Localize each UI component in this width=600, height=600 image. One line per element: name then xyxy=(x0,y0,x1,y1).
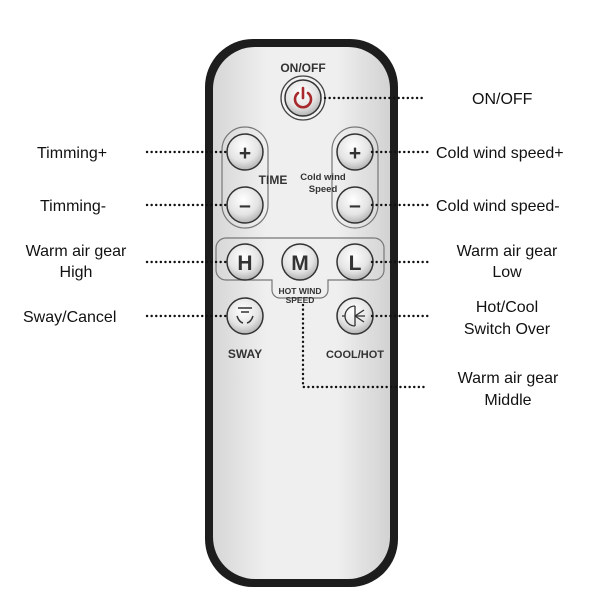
callout-warm-high-1: Warm air gear xyxy=(26,243,127,260)
callout-onoff: ON/OFF xyxy=(472,91,533,108)
hot-wind-label-2: SPEED xyxy=(286,295,315,305)
callout-warm-mid-2: Middle xyxy=(484,392,531,409)
onoff-remote-label: ON/OFF xyxy=(280,61,325,75)
sway-button[interactable] xyxy=(226,297,264,335)
sway-icon xyxy=(236,307,254,324)
callout-warm-low-1: Warm air gear xyxy=(457,243,558,260)
cold-plus-button[interactable]: + xyxy=(336,133,374,171)
hot-wind-label-1: HOT WIND xyxy=(279,286,322,296)
mid-glyph: M xyxy=(291,252,309,275)
coolhot-button[interactable] xyxy=(336,297,374,335)
cold-minus-button[interactable]: – xyxy=(336,186,374,224)
button-group-outlines xyxy=(215,126,385,299)
remote-body xyxy=(205,39,398,587)
callout-warm-low-2: Low xyxy=(492,264,522,281)
callout-hotcool-1: Hot/Cool xyxy=(476,299,538,316)
low-button[interactable]: L xyxy=(336,243,374,281)
callout-timming-plus: Timming+ xyxy=(37,145,107,162)
coolhot-remote-label: COOL/HOT xyxy=(326,349,384,361)
callout-warm-mid-1: Warm air gear xyxy=(458,370,559,387)
power-icon xyxy=(293,86,313,109)
onoff-button[interactable] xyxy=(280,75,326,121)
sun-snowflake-icon xyxy=(342,305,365,327)
minus-icon: – xyxy=(239,194,251,217)
callout-cold-minus: Cold wind speed- xyxy=(436,198,560,215)
callout-cold-plus: Cold wind speed+ xyxy=(436,145,564,162)
callout-sway-cancel: Sway/Cancel xyxy=(23,309,116,326)
plus-icon: + xyxy=(239,142,251,165)
callout-hotcool-2: Switch Over xyxy=(464,321,551,338)
plus-icon: + xyxy=(349,142,361,165)
cold-wind-label-2: Speed xyxy=(309,184,338,195)
mid-button[interactable]: M xyxy=(281,243,319,281)
cold-wind-label-1: Cold wind xyxy=(300,172,346,183)
callout-lines xyxy=(145,96,430,389)
callout-timming-minus: Timming- xyxy=(40,198,106,215)
time-remote-label: TIME xyxy=(259,173,288,187)
low-glyph: L xyxy=(349,252,362,275)
high-button[interactable]: H xyxy=(226,243,264,281)
high-glyph: H xyxy=(237,252,252,275)
time-plus-button[interactable]: + xyxy=(226,133,264,171)
time-minus-button[interactable]: – xyxy=(226,186,264,224)
minus-icon: – xyxy=(349,194,361,217)
callout-warm-high-2: High xyxy=(60,264,93,281)
sway-remote-label: SWAY xyxy=(228,347,262,361)
